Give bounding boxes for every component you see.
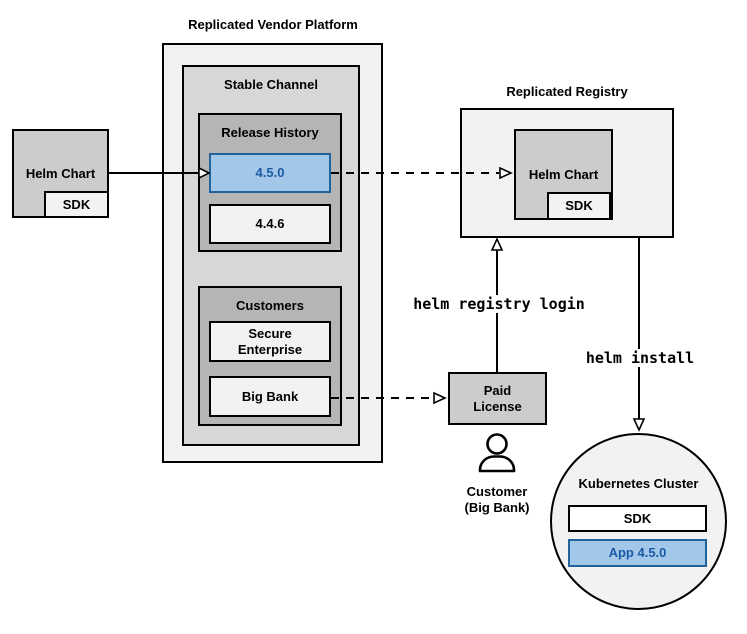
registry-title: Replicated Registry [506, 84, 628, 99]
customer-caption: Customer (Big Bank) [464, 484, 530, 516]
release-version-446-box: 4.4.6 [209, 204, 331, 244]
kubernetes-cluster-label: Kubernetes Cluster [578, 476, 699, 491]
paid-license-box: Paid License [448, 372, 547, 425]
vendor-platform-title: Replicated Vendor Platform [188, 17, 358, 32]
customers-label: Customers [236, 298, 304, 313]
helm-install-command: helm install [577, 349, 703, 367]
helm-chart-source-sdk-box: SDK [44, 191, 109, 218]
person-icon [478, 433, 516, 473]
arrow-registry-to-cluster [632, 238, 646, 432]
release-history-label: Release History [221, 125, 319, 140]
release-version-450-box: 4.5.0 [209, 153, 331, 193]
registry-sdk-box: SDK [547, 192, 611, 220]
helm-registry-login-command: helm registry login [401, 295, 597, 313]
customer-big-bank-box: Big Bank [209, 376, 331, 417]
customer-secure-enterprise-box: Secure Enterprise [209, 321, 331, 362]
cluster-sdk-box: SDK [568, 505, 707, 532]
cluster-app-box: App 4.5.0 [568, 539, 707, 567]
stable-channel-label: Stable Channel [224, 77, 318, 92]
